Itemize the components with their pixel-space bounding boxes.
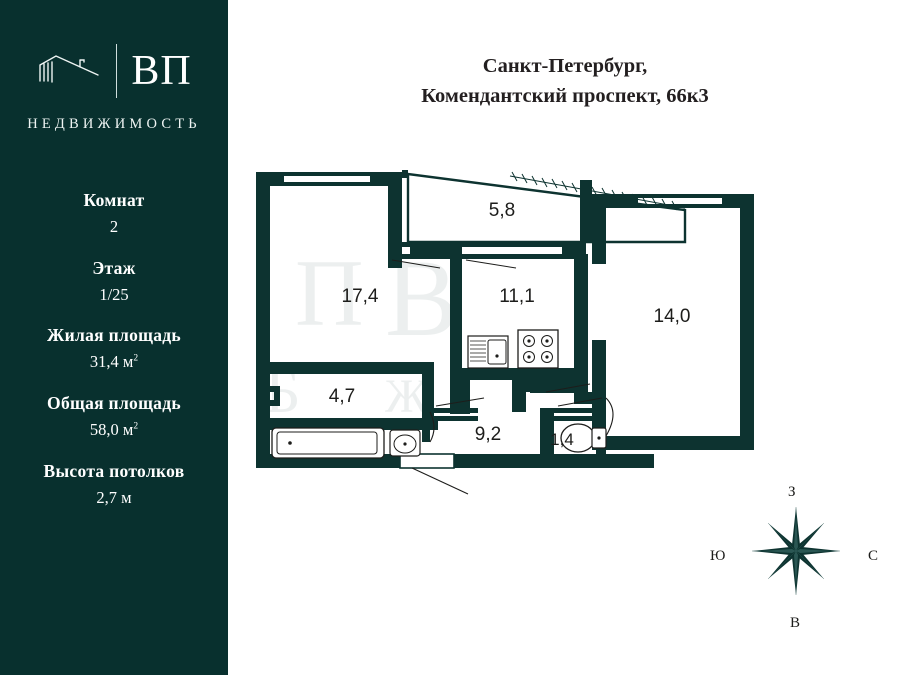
sidebar: ВП НЕДВИЖИМОСТЬ Комнат 2 Этаж 1/25 Жилая… (0, 0, 228, 675)
room-area-loggia: 5,8 (489, 200, 515, 221)
spec-living-area-label: Жилая площадь (47, 325, 181, 346)
spec-floor-value: 1/25 (99, 284, 129, 304)
spec-ceiling-height-label: Высота потолков (43, 460, 185, 481)
room-area-toilet: 1,4 (550, 430, 574, 449)
page-title: Санкт-Петербург, Комендантский проспект,… (240, 52, 890, 111)
spec-living-area-number: 31,4 м (89, 352, 134, 372)
fixtures (271, 329, 607, 459)
svg-text:П: П (295, 240, 364, 346)
walls (256, 170, 754, 469)
washbasin-icon (389, 429, 421, 457)
brand-subtitle: НЕДВИЖИМОСТЬ (27, 116, 201, 132)
spec-total-area-value: 58,0 м2 (0, 420, 228, 440)
room-area-bathroom: 4,7 (329, 386, 355, 407)
floor-plan-svg: П В Б Ж (256, 170, 754, 495)
spec-rooms-value: 2 (109, 216, 119, 236)
spec-floor: Этаж 1/25 (0, 258, 228, 305)
spec-total-area-number: 58,0 м (89, 419, 134, 439)
logo-divider (116, 44, 118, 98)
spec-total-area-label: Общая площадь (47, 393, 181, 414)
spec-living-area-value: 31,4 м2 (0, 352, 228, 372)
compass-star-icon (752, 507, 840, 595)
property-specs: Комнат 2 Этаж 1/25 Жилая площадь 31,4 м2… (0, 190, 228, 528)
room-area-living-room: 17,4 (342, 286, 379, 307)
compass-label-top: З (788, 484, 796, 500)
room-labels: 17,4 11,1 14,0 5,8 4,7 9,2 1,4 (329, 200, 691, 449)
room-area-bedroom: 14,0 (654, 306, 691, 327)
room-area-kitchen: 11,1 (499, 286, 535, 307)
brand-logo[interactable]: ВП НЕДВИЖИМОСТЬ (0, 40, 228, 150)
floor-plan: П В Б Ж (240, 150, 890, 520)
toilet-icon (560, 423, 607, 453)
house-roof-icon (36, 51, 102, 91)
bathtub-icon (271, 427, 385, 459)
spec-rooms: Комнат 2 (0, 190, 228, 237)
walls-secondary (574, 392, 606, 404)
compass-label-bottom: В (790, 615, 801, 631)
spec-ceiling-height: Высота потолков 2,7 м (0, 461, 228, 508)
spec-total-area: Общая площадь 58,0 м2 (0, 393, 228, 440)
svg-text:Ж: Ж (385, 370, 429, 423)
spec-ceiling-height-value: 2,7 м (96, 487, 132, 507)
spec-rooms-label: Комнат (83, 190, 145, 210)
compass-label-left: Ю (710, 548, 726, 564)
title-line-city: Санкт-Петербург, (482, 55, 648, 77)
brand-letters: ВП (131, 48, 192, 94)
door-swings (411, 383, 614, 495)
title-line-address: Комендантский проспект, 66к3 (421, 84, 709, 107)
spec-living-area: Жилая площадь 31,4 м2 (0, 325, 228, 372)
spec-floor-label: Этаж (92, 257, 136, 278)
stove-icon (517, 329, 559, 369)
compass-rose: З Ю С В (700, 484, 890, 655)
room-area-hallway: 9,2 (475, 424, 501, 445)
spec-living-area-unit: 2 (133, 353, 139, 364)
compass-label-right: С (868, 548, 879, 564)
spec-total-area-unit: 2 (133, 421, 139, 432)
kitchen-sink-icon (467, 335, 509, 369)
